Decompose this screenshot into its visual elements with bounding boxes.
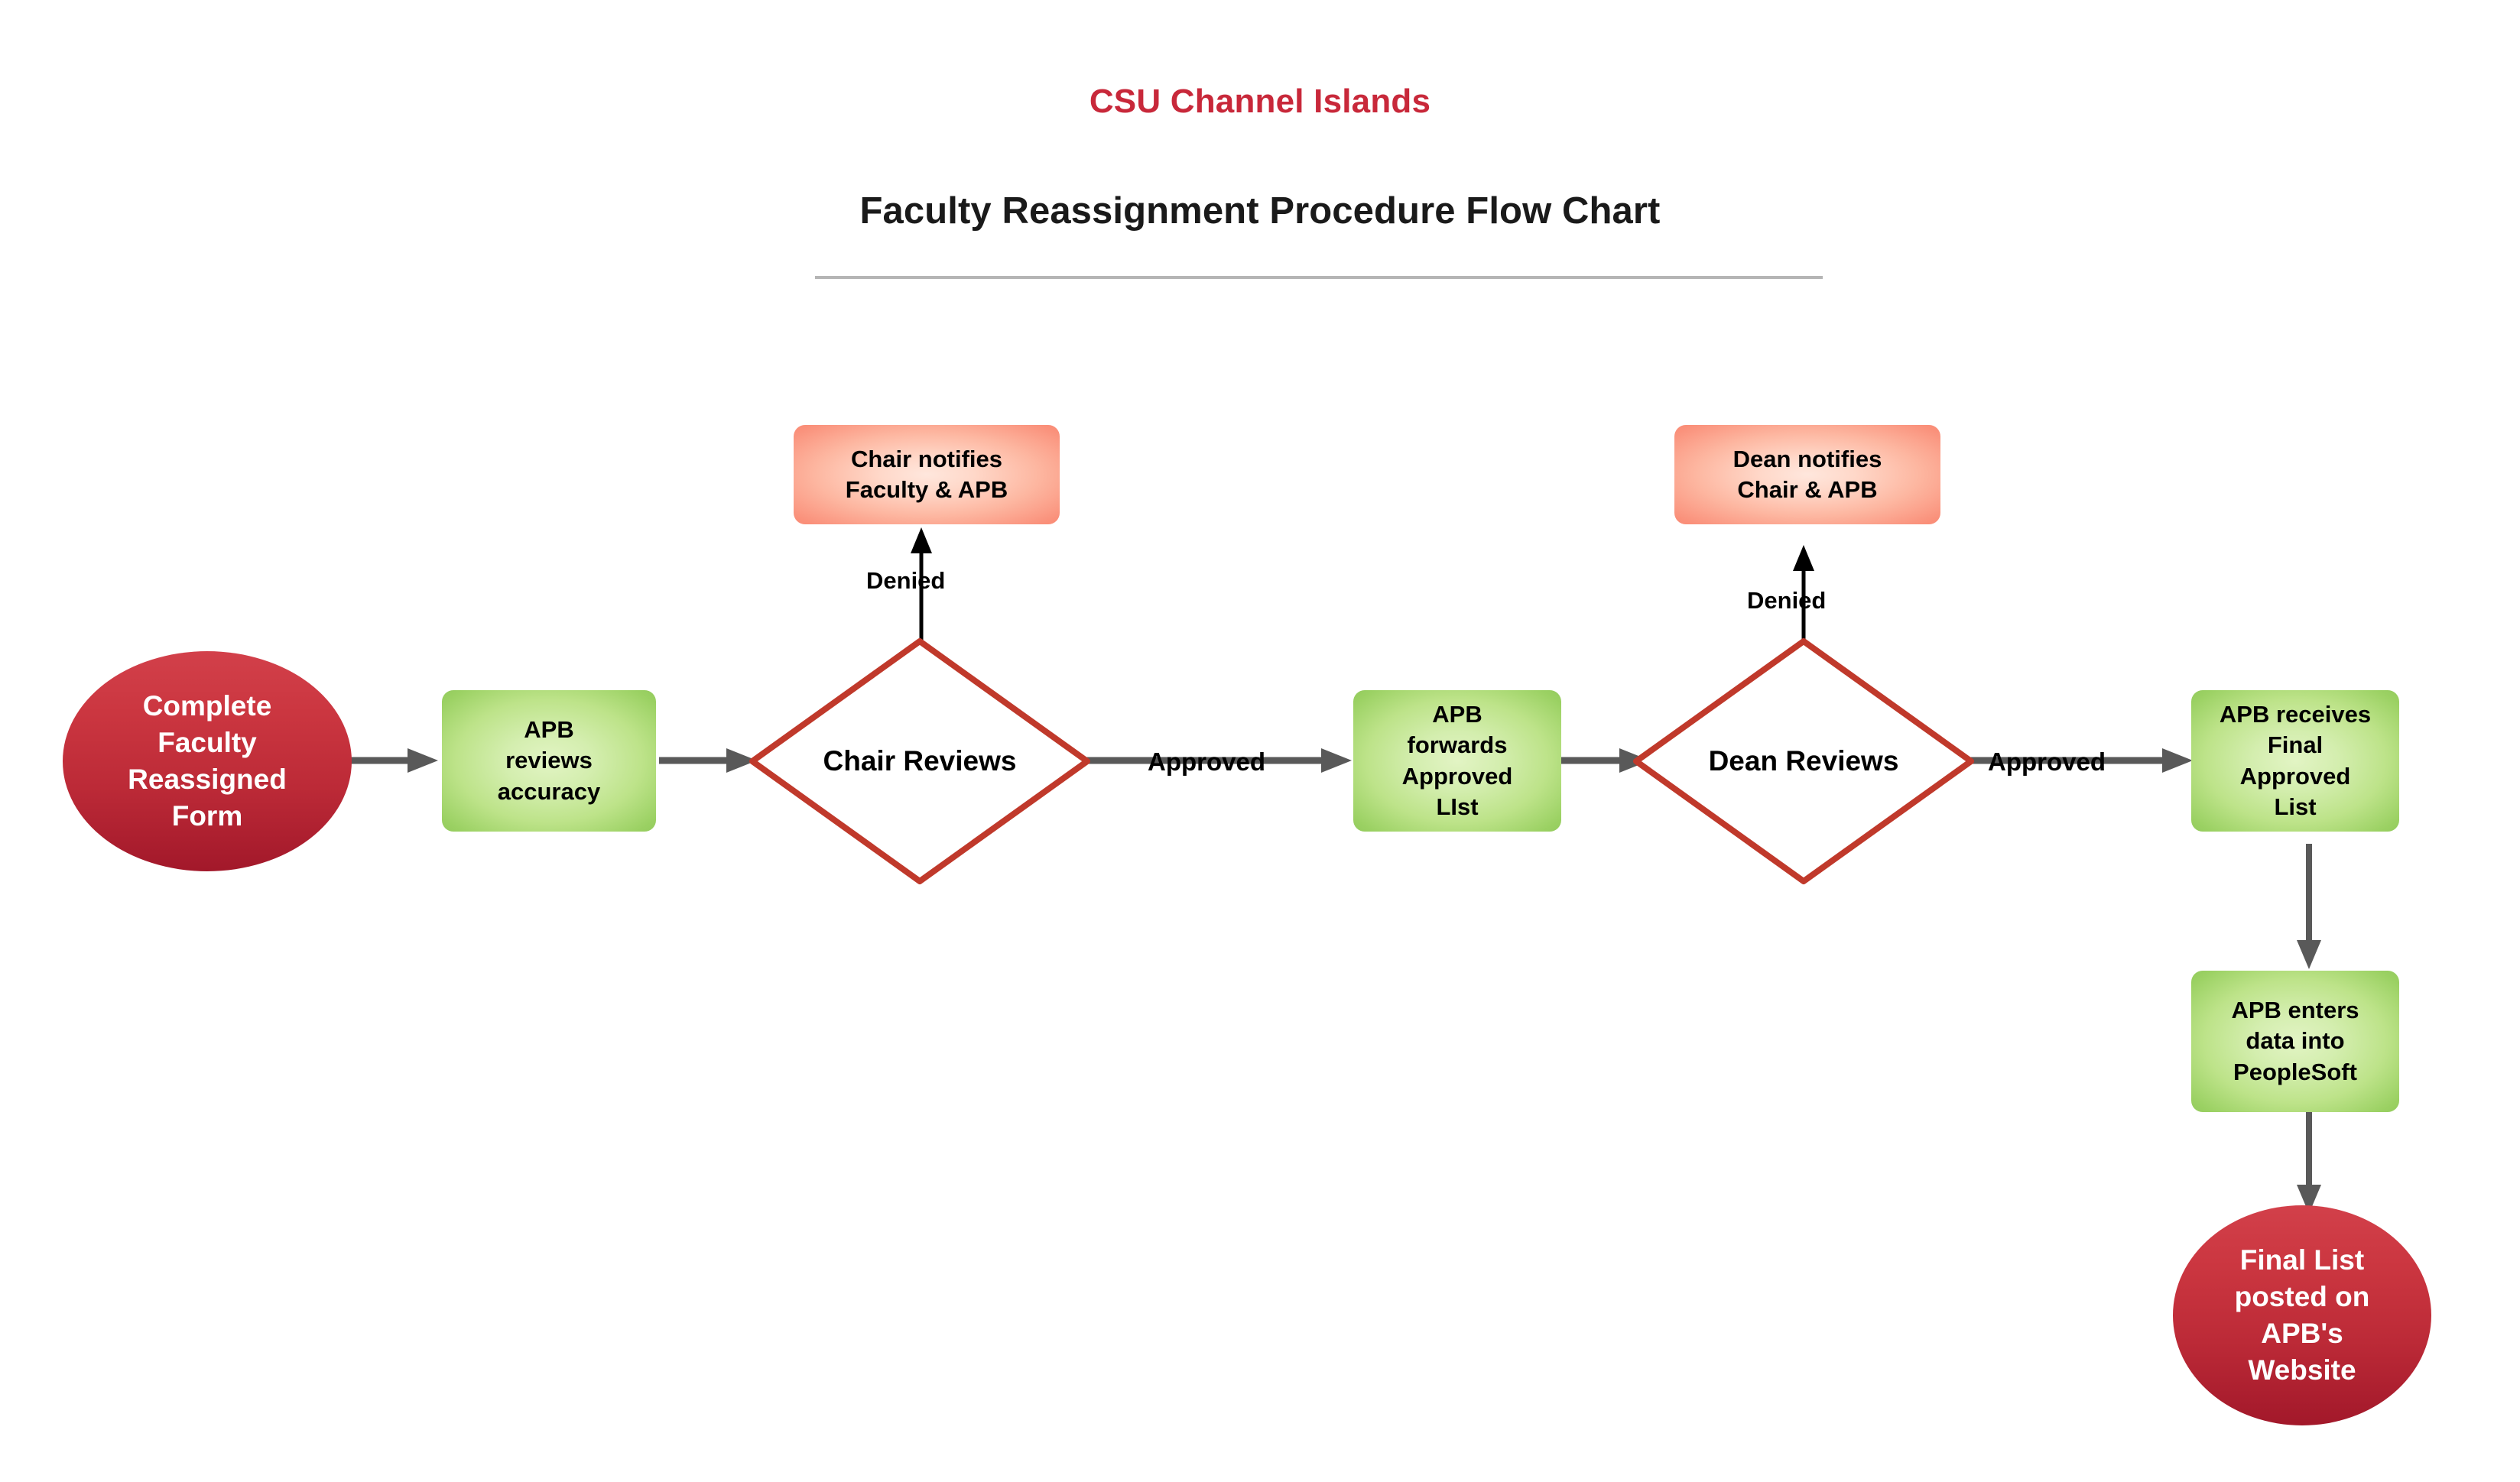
node-apb-forwards-approved-list[interactable]: APB forwards Approved LIst bbox=[1353, 690, 1561, 832]
node-line: Complete bbox=[142, 689, 272, 722]
node-line: forwards bbox=[1407, 731, 1508, 759]
connector-dean-denied bbox=[1792, 545, 1815, 652]
node-line: Chair notifies bbox=[850, 445, 1003, 472]
node-line: APB bbox=[1432, 700, 1482, 728]
node-dean-reviews-decision[interactable]: Dean Reviews bbox=[1632, 637, 1976, 886]
node-apb-receives-final-approved-list[interactable]: APB receives Final Approved List bbox=[2191, 690, 2399, 832]
node-line: accuracy bbox=[497, 777, 601, 805]
connector-apb-enters-to-final-posted bbox=[2294, 1108, 2324, 1215]
connector-chair-denied bbox=[910, 527, 933, 650]
node-line: APB's bbox=[2261, 1318, 2343, 1349]
node-complete-faculty-reassigned-form[interactable]: Complete Faculty Reassigned Form bbox=[63, 651, 352, 871]
node-line: List bbox=[2274, 793, 2317, 820]
node-line: data into bbox=[2246, 1027, 2345, 1055]
node-dean-notifies-chair-and-apb[interactable]: Dean notifies Chair & APB bbox=[1674, 425, 1940, 524]
node-chair-reviews-decision[interactable]: Chair Reviews bbox=[748, 637, 1092, 886]
node-line: LIst bbox=[1436, 793, 1479, 820]
edge-label-chair-approved: Approved bbox=[1148, 747, 1266, 776]
edge-label-dean-approved: Approved bbox=[1988, 747, 2106, 776]
node-line: Final bbox=[2267, 731, 2324, 759]
node-line: APB receives bbox=[2219, 700, 2372, 728]
node-line: APB enters bbox=[2231, 997, 2359, 1024]
node-line: Dean notifies bbox=[1732, 445, 1882, 472]
node-line: Faculty & APB bbox=[845, 476, 1008, 503]
node-final-list-posted-on-apbs-website[interactable]: Final List posted on APB's Website bbox=[2173, 1205, 2431, 1425]
page-title: Faculty Reassignment Procedure Flow Char… bbox=[859, 190, 1661, 232]
connector-dean-approved bbox=[1965, 745, 2194, 776]
node-line: Form bbox=[171, 800, 243, 832]
connector-start-to-apb-review bbox=[348, 745, 440, 776]
node-line: posted on bbox=[2234, 1280, 2370, 1312]
edge-label-dean-denied: Denied bbox=[1747, 587, 1827, 614]
node-line: Chair & APB bbox=[1737, 476, 1878, 503]
node-line: Reassigned bbox=[128, 764, 287, 795]
node-line: Approved bbox=[1401, 762, 1513, 790]
node-line: PeopleSoft bbox=[2233, 1058, 2357, 1085]
edge-label-chair-denied: Denied bbox=[866, 567, 946, 594]
connector-chair-approved bbox=[1086, 745, 1353, 776]
node-line: Website bbox=[2248, 1354, 2356, 1386]
node-chair-notifies-faculty-and-apb[interactable]: Chair notifies Faculty & APB bbox=[794, 425, 1060, 524]
node-apb-enters-data-into-peoplesoft[interactable]: APB enters data into PeopleSoft bbox=[2191, 971, 2399, 1112]
title-divider bbox=[815, 276, 1823, 279]
node-line: Faculty bbox=[158, 726, 257, 758]
node-line: Approved bbox=[2239, 762, 2351, 790]
node-line: reviews bbox=[505, 747, 593, 774]
node-line: Final List bbox=[2239, 1244, 2365, 1276]
connector-apb-review-to-chair-reviews bbox=[659, 745, 758, 776]
node-apb-reviews-accuracy[interactable]: APB reviews accuracy bbox=[442, 690, 656, 832]
organization-title: CSU Channel Islands bbox=[1089, 83, 1431, 120]
node-line: APB bbox=[524, 716, 574, 744]
connector-apb-receives-to-apb-enters bbox=[2294, 844, 2324, 971]
